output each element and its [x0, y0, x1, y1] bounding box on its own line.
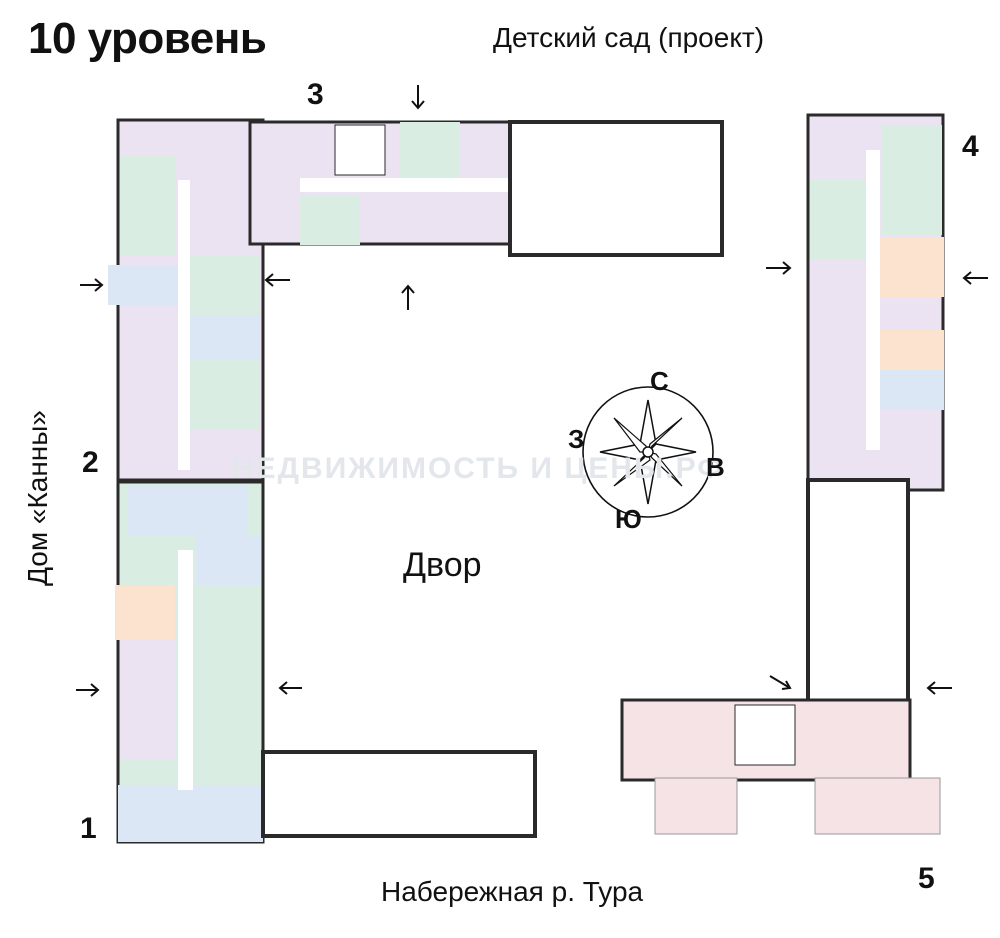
level-title: 10 уровень [28, 14, 267, 63]
compass-west-label: З [568, 424, 585, 454]
entrance-arrow-icon [76, 683, 100, 697]
entrance-arrow-icon [926, 681, 952, 695]
building-section-1 [115, 480, 537, 844]
section-4-number: 4 [962, 130, 979, 163]
entrance-arrow-icon [80, 278, 104, 292]
compass-north-label: С [650, 366, 669, 396]
entrance-arrow-icon [411, 85, 425, 110]
building-section-2 [108, 118, 265, 482]
building-section-3 [248, 120, 724, 257]
yard-label: Двор [403, 546, 482, 584]
section-3-number: 3 [307, 78, 324, 111]
compass-east-label: В [706, 452, 725, 482]
embankment-label: Набережная р. Тура [381, 876, 644, 907]
entrance-arrow-icon [278, 681, 302, 695]
watermark: НЕДВИЖИМОСТЬ И ЦЕНЫ.РФ [232, 452, 725, 485]
kindergarten-label: Детский сад (проект) [493, 22, 765, 53]
entrance-arrow-icon [769, 675, 792, 690]
compass-rose [582, 386, 714, 518]
building-section-4 [806, 113, 945, 704]
section-1-number: 1 [80, 812, 97, 845]
compass-south-label: Ю [615, 504, 642, 534]
entrance-arrow-icon [401, 284, 415, 310]
entrance-arrow-icon [766, 261, 792, 275]
entrance-arrows [76, 85, 988, 697]
section-5-number: 5 [918, 862, 935, 895]
section-2-number: 2 [82, 446, 99, 479]
entrance-arrow-icon [962, 271, 988, 285]
building-section-5 [620, 698, 941, 835]
entrance-arrow-icon [264, 273, 290, 287]
house-name-label: Дом «Канны» [22, 410, 53, 586]
